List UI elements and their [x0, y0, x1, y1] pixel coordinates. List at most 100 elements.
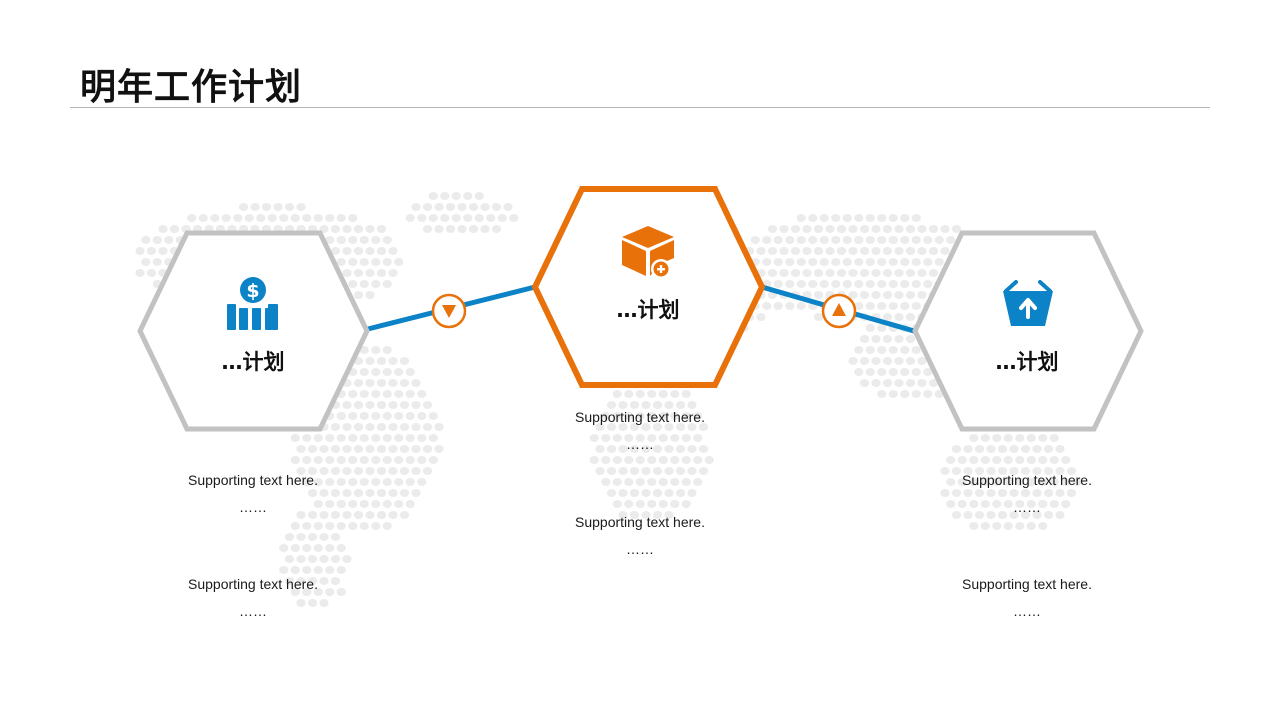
map-dot — [980, 522, 990, 530]
map-dot — [468, 225, 479, 233]
map-dot — [330, 577, 341, 585]
map-dot — [923, 390, 933, 398]
map-dot — [698, 445, 709, 453]
map-dot — [463, 192, 473, 200]
map-dot — [371, 236, 381, 244]
map-dot — [905, 379, 916, 387]
map-dot — [440, 214, 450, 222]
map-dot — [365, 379, 375, 387]
map-dot — [382, 412, 392, 420]
map-dot — [359, 236, 369, 244]
map-dot — [894, 247, 904, 255]
triangle-up-icon — [832, 303, 846, 316]
map-dot — [250, 203, 260, 211]
map-dot — [1032, 489, 1042, 497]
map-dot — [394, 412, 404, 420]
map-dot — [428, 214, 438, 222]
map-dot — [302, 434, 312, 442]
map-dot — [371, 478, 381, 486]
map-dot — [831, 236, 841, 244]
map-dot — [923, 236, 933, 244]
map-dot — [1020, 445, 1031, 453]
map-dot — [664, 423, 674, 431]
map-dot — [417, 456, 427, 464]
map-dot — [302, 588, 312, 596]
map-dot — [1043, 445, 1054, 453]
map-dot — [911, 302, 921, 310]
map-dot — [969, 456, 979, 464]
map-dot — [158, 225, 168, 233]
map-dot — [647, 478, 657, 486]
map-dot — [244, 214, 254, 222]
map-dot — [882, 379, 893, 387]
map-dot — [405, 478, 415, 486]
map-dot — [388, 489, 398, 497]
map-dot — [790, 247, 801, 255]
map-dot — [290, 566, 300, 574]
map-dot — [325, 236, 335, 244]
map-dot — [802, 247, 812, 255]
map-dot — [411, 467, 421, 475]
map-dot — [854, 280, 864, 288]
map-dot — [307, 445, 318, 453]
map-dot — [894, 379, 904, 387]
map-dot — [480, 203, 490, 211]
map-dot — [405, 456, 415, 464]
map-dot — [330, 555, 341, 563]
map-dot — [658, 412, 668, 420]
map-dot — [141, 236, 151, 244]
map-dot — [923, 258, 933, 266]
map-dot — [871, 379, 881, 387]
map-dot — [928, 379, 939, 387]
map-dot — [474, 192, 484, 200]
map-dot — [877, 214, 887, 222]
map-dot — [905, 247, 916, 255]
map-dot — [1043, 489, 1054, 497]
map-dot — [842, 258, 852, 266]
step-3-note-1: Supporting text here. …… — [907, 467, 1147, 521]
map-dot — [624, 390, 634, 398]
note-text: Supporting text here. — [575, 514, 705, 530]
map-dot — [836, 247, 847, 255]
map-dot — [813, 313, 824, 321]
map-dot — [877, 368, 887, 376]
map-dot — [359, 412, 369, 420]
map-dot — [854, 258, 864, 266]
map-dot — [296, 445, 306, 453]
map-dot — [859, 247, 870, 255]
map-dot — [353, 401, 364, 409]
map-dot — [911, 346, 921, 354]
map-dot — [670, 390, 680, 398]
map-dot — [997, 467, 1008, 475]
map-dot — [394, 500, 404, 508]
map-dot — [365, 401, 375, 409]
map-dot — [296, 467, 306, 475]
map-dot — [422, 445, 433, 453]
map-dot — [819, 280, 829, 288]
map-dot — [348, 214, 358, 222]
map-dot — [687, 445, 697, 453]
map-dot — [405, 412, 415, 420]
map-dot — [313, 434, 323, 442]
map-dot — [681, 434, 691, 442]
map-dot — [1038, 478, 1048, 486]
map-dot — [399, 511, 410, 519]
map-dot — [353, 489, 364, 497]
map-dot — [376, 247, 387, 255]
map-dot — [940, 247, 950, 255]
map-dot — [371, 434, 381, 442]
map-dot — [376, 225, 387, 233]
map-dot — [773, 236, 783, 244]
map-dot — [457, 225, 467, 233]
map-dot — [296, 577, 306, 585]
map-dot — [951, 445, 962, 453]
map-dot — [658, 456, 668, 464]
map-dot — [1026, 456, 1036, 464]
map-dot — [382, 368, 392, 376]
map-dot — [336, 544, 346, 552]
map-dot — [445, 225, 456, 233]
map-dot — [900, 236, 910, 244]
map-dot — [894, 313, 904, 321]
note-text: Supporting text here. — [962, 472, 1092, 488]
map-dot — [624, 500, 634, 508]
